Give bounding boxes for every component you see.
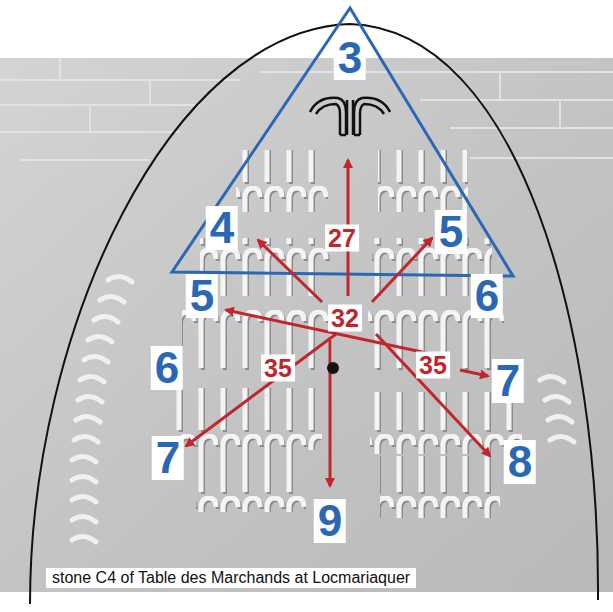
position-number: 5 — [186, 274, 218, 318]
angle-number: 27 — [325, 225, 359, 252]
position-number: 7 — [492, 359, 524, 403]
position-number: 6 — [471, 274, 503, 318]
position-number: 7 — [152, 436, 184, 480]
angle-number: 35 — [416, 352, 450, 379]
horn-symbol — [310, 98, 390, 135]
position-number: 5 — [435, 210, 467, 254]
red-arrows — [186, 160, 490, 486]
caption: stone C4 of Table des Marchands at Locma… — [46, 568, 416, 588]
angle-number: 35 — [261, 355, 295, 382]
blue-triangle — [172, 8, 513, 276]
position-number: 6 — [151, 346, 183, 390]
angle-number: 32 — [328, 305, 362, 332]
center-dot — [327, 362, 339, 374]
position-number: 9 — [314, 499, 346, 543]
stone-outline — [30, 24, 598, 604]
position-number: 3 — [334, 36, 366, 80]
photo-ground — [0, 58, 613, 592]
position-number: 8 — [504, 440, 536, 484]
position-number: 4 — [206, 206, 238, 250]
